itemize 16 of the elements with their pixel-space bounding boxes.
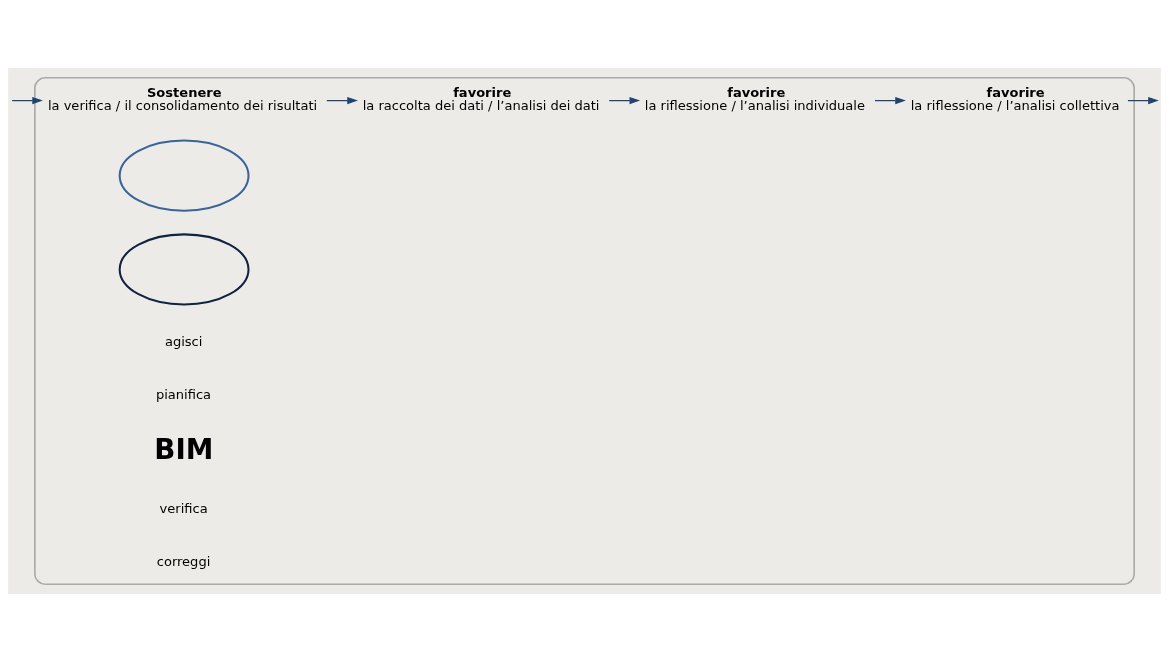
arrow: [874, 96, 906, 105]
label: correggi: [156, 554, 211, 570]
node-text: Sostenere la verifica / il consolidamento dei risultati: [47, 85, 318, 114]
label: pianifica: [155, 386, 212, 402]
arrow: [1127, 96, 1159, 105]
node-text: favorire la riflessione / l’analisi individuale: [644, 85, 865, 114]
label: agisci: [164, 333, 203, 349]
arrow: [608, 96, 641, 105]
node-ellipse: [118, 233, 250, 306]
label: BIM: [154, 433, 214, 467]
arrow: [11, 96, 43, 105]
arrow: [326, 96, 358, 105]
node-text: favorire la raccolta dei dati / l’analisi dei dati: [362, 85, 600, 114]
label: verifica: [159, 501, 208, 517]
node-ellipse: [118, 139, 250, 212]
node-text: favorire la riflessione / l’analisi collettiva: [910, 85, 1120, 114]
